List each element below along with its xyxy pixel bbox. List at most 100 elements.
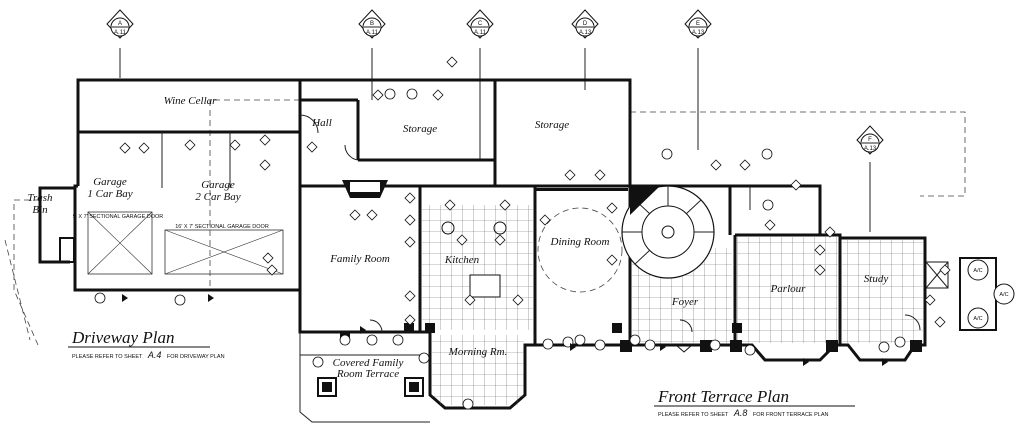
callout-diamond	[710, 159, 722, 171]
room-covered-terrace-sub: Room Terrace	[336, 368, 399, 380]
callout-circle	[366, 334, 378, 346]
callout-circle	[761, 148, 773, 160]
room-trash-sub: Bin	[32, 204, 48, 216]
callout-diamond	[138, 142, 150, 154]
section-marker-c[interactable]: C A.11	[466, 9, 494, 160]
room-wine-cellar: Wine Cellar	[164, 95, 218, 107]
callout-diamond	[456, 234, 468, 246]
callout-diamond	[349, 209, 361, 221]
room-family-room: Family Room	[329, 253, 390, 265]
callout-diamond	[432, 89, 444, 101]
marker-e-sheet: A.13	[692, 30, 705, 36]
marker-e-letter: E	[696, 21, 700, 27]
callout-diamond	[594, 169, 606, 181]
marker-b-letter: B	[370, 21, 374, 27]
callout-circle	[661, 148, 673, 160]
callout-circle	[574, 334, 586, 346]
room-trash: Trash	[27, 192, 53, 204]
section-marker-d[interactable]: D A.13	[571, 9, 599, 90]
callout-circle	[744, 344, 756, 356]
callout-circle	[339, 334, 351, 346]
callout-diamond	[494, 234, 506, 246]
callout-diamond	[564, 169, 576, 181]
room-kitchen: Kitchen	[444, 254, 480, 266]
callout-tags	[94, 56, 951, 410]
callout-diamond	[259, 134, 271, 146]
front-terrace-title: Front Terrace Plan	[657, 387, 789, 406]
callout-diamond	[464, 294, 476, 306]
callout-circle	[709, 339, 721, 351]
callout-circle	[406, 88, 418, 100]
marker-b-sheet: A.11	[366, 30, 379, 36]
door-note-1: 9' X 7' SECTIONAL GARAGE DOOR	[73, 214, 164, 220]
callout-circle	[312, 356, 324, 368]
callout-circle	[462, 398, 474, 410]
callout-diamond	[444, 199, 456, 211]
callout-diamond	[606, 202, 618, 214]
direction-arrow	[882, 358, 888, 366]
driveway-plan-title[interactable]: Driveway Plan PLEASE REFER TO SHEET A.4 …	[68, 328, 225, 360]
callout-diamond	[306, 141, 318, 153]
direction-arrow	[208, 294, 214, 302]
callout-diamond	[229, 139, 241, 151]
callout-diamond	[790, 179, 802, 191]
room-foyer: Foyer	[671, 296, 699, 308]
callout-diamond	[814, 244, 826, 256]
callout-diamond	[934, 316, 946, 328]
tiled-floors	[422, 188, 923, 405]
room-garage-2: Garage	[201, 179, 235, 191]
callout-diamond	[446, 56, 458, 68]
callout-diamond	[259, 159, 271, 171]
upper-level-outline	[4, 99, 966, 346]
callout-circle	[894, 336, 906, 348]
marker-f-sheet: A.13	[864, 146, 877, 152]
callout-circle	[94, 292, 106, 304]
marker-a-sheet: A.11	[114, 30, 127, 36]
room-morning-rm: Morning Rm.	[448, 346, 508, 358]
furnishings	[87, 114, 922, 397]
callout-diamond	[404, 314, 416, 326]
callout-diamond	[499, 199, 511, 211]
ac-label-3: A/C	[999, 292, 1008, 298]
room-dining-room: Dining Room	[550, 236, 610, 248]
callout-circle	[418, 352, 430, 364]
marker-c-letter: C	[478, 21, 483, 27]
driveway-title: Driveway Plan	[71, 328, 174, 347]
callout-diamond	[739, 159, 751, 171]
section-marker-b[interactable]: B A.11	[358, 9, 386, 100]
room-garage-1-sub: 1 Car Bay	[87, 188, 132, 200]
callout-diamond	[404, 236, 416, 248]
section-marker-f[interactable]: F A.13	[856, 125, 884, 232]
callout-diamond	[366, 209, 378, 221]
front-terrace-note: PLEASE REFER TO SHEET A.8 FOR FRONT TERR…	[658, 408, 829, 418]
room-study: Study	[864, 273, 889, 285]
room-garage-1: Garage	[93, 176, 127, 188]
callout-circle	[629, 334, 641, 346]
room-covered-terrace: Covered Family	[333, 357, 404, 369]
room-hall: Hall	[311, 117, 332, 129]
room-storage-2: Storage	[535, 119, 569, 131]
front-terrace-plan-title[interactable]: Front Terrace Plan PLEASE REFER TO SHEET…	[654, 387, 855, 418]
marker-d-sheet: A.13	[579, 30, 592, 36]
marker-a-letter: A	[118, 21, 122, 27]
callout-diamond	[372, 89, 384, 101]
room-garage-2-sub: 2 Car Bay	[195, 191, 240, 203]
direction-arrow	[360, 326, 366, 334]
callout-diamond	[184, 139, 196, 151]
ac-units: A/C A/C A/C	[967, 259, 1015, 329]
callout-circle	[762, 199, 774, 211]
direction-arrow	[803, 358, 809, 366]
callout-circle	[542, 338, 554, 350]
marker-f-letter: F	[868, 137, 872, 143]
door-note-2: 16' X 7' SECTIONAL GARAGE DOOR	[175, 224, 269, 230]
callout-circle	[392, 334, 404, 346]
exterior-walls	[38, 78, 997, 423]
callout-diamond	[404, 192, 416, 204]
callout-diamond	[606, 254, 618, 266]
callout-circle	[644, 339, 656, 351]
section-marker-e[interactable]: E A.13	[684, 9, 712, 150]
callout-diamond	[939, 264, 951, 276]
callout-diamond	[512, 294, 524, 306]
section-marker-a[interactable]: A A.11	[106, 9, 134, 78]
